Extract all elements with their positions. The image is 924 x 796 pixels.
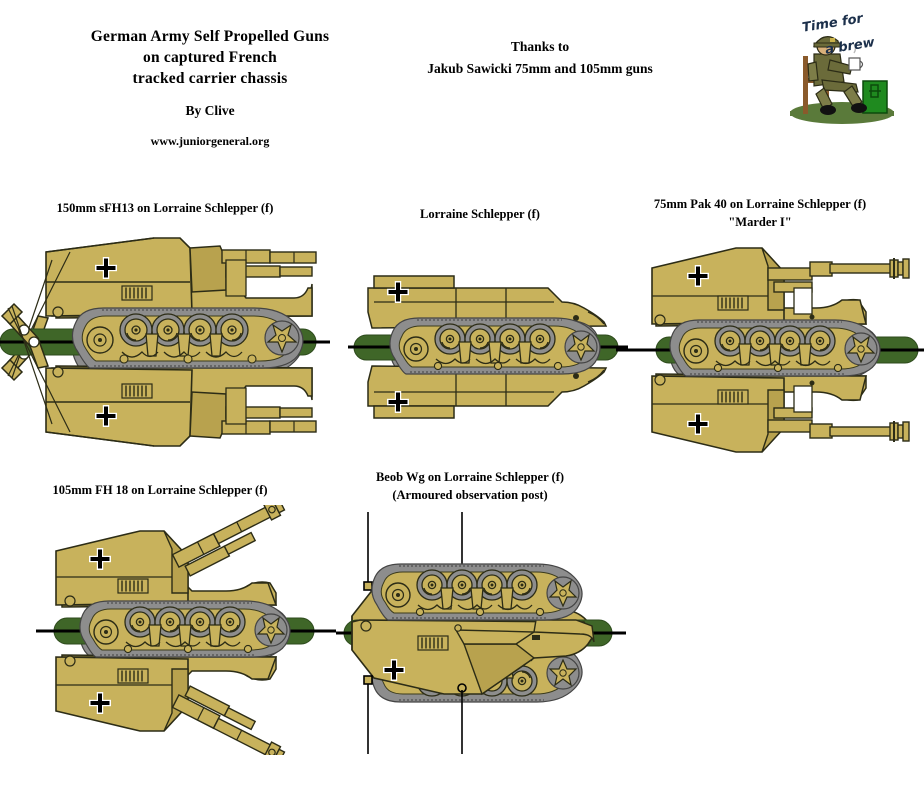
vehicle-drawing-marder1 <box>616 232 924 462</box>
vehicle-drawing-beobwg <box>336 510 626 796</box>
vehicle-label-marder1-line-1: 75mm Pak 40 on Lorraine Schlepper (f) <box>653 197 867 211</box>
vehicle-plate-lorraine <box>348 262 628 434</box>
vehicle-mirror-view-sfh13 <box>2 304 316 446</box>
vehicle-label-beobwg-line-1: Beob Wg on Lorraine Schlepper (f) <box>375 470 565 484</box>
brew-caption-line-1: Time for <box>801 11 865 36</box>
vehicle-label-lorraine: Lorraine Schlepper (f) <box>340 205 620 223</box>
vehicle-label-sfh13-line-1: 150mm sFH13 on Lorraine Schlepper (f) <box>56 201 274 215</box>
thanks-line-1: Thanks to <box>510 39 570 54</box>
vehicle-label-fh18-line-1: 105mm FH 18 on Lorraine Schlepper (f) <box>52 483 268 497</box>
byline: By Clive <box>185 103 235 118</box>
vehicle-mirror-view-lorraine <box>368 317 606 418</box>
vehicle-label-beobwg: Beob Wg on Lorraine Schlepper (f) (Armou… <box>330 468 610 504</box>
vehicle-drawing-sfh13 <box>0 226 330 466</box>
title-line-3: tracked carrier chassis <box>132 70 288 87</box>
vehicle-label-sfh13: 150mm sFH13 on Lorraine Schlepper (f) <box>20 199 310 217</box>
vehicle-label-beobwg-line-2: (Armoured observation post) <box>392 488 548 502</box>
vehicle-plate-marder1 <box>616 232 924 462</box>
vehicle-mirror-view-marder1 <box>652 319 909 452</box>
vehicle-label-marder1: 75mm Pak 40 on Lorraine Schlepper (f) "M… <box>610 195 910 231</box>
time-for-a-brew-vignette: Time for a brew <box>770 8 920 130</box>
vehicle-drawing-lorraine <box>348 262 628 434</box>
vehicle-label-fh18: 105mm FH 18 on Lorraine Schlepper (f) <box>10 481 310 499</box>
vehicle-mirror-view-fh18 <box>56 600 292 755</box>
brew-caption: Time for a brew <box>770 8 920 68</box>
vehicle-plate-fh18 <box>36 505 336 755</box>
vehicle-plate-sfh13 <box>0 226 330 466</box>
page-title: German Army Self Propelled Guns on captu… <box>40 26 380 149</box>
vehicle-plate-beobwg <box>336 510 626 796</box>
website-url: www.juniorgeneral.org <box>150 134 270 148</box>
thanks-line-2: Jakub Sawicki 75mm and 105mm guns <box>427 61 653 76</box>
vehicle-label-marder1-line-2: "Marder I" <box>728 215 792 229</box>
credits: Thanks to Jakub Sawicki 75mm and 105mm g… <box>380 36 700 80</box>
soldier-drinking-tea-icon <box>790 36 894 124</box>
title-line-1: German Army Self Propelled Guns <box>90 28 330 45</box>
vehicle-drawing-fh18 <box>36 505 336 755</box>
brew-caption-line-2: a brew <box>824 35 876 58</box>
title-line-2: on captured French <box>143 49 277 66</box>
vehicle-label-lorraine-line-1: Lorraine Schlepper (f) <box>420 207 540 221</box>
